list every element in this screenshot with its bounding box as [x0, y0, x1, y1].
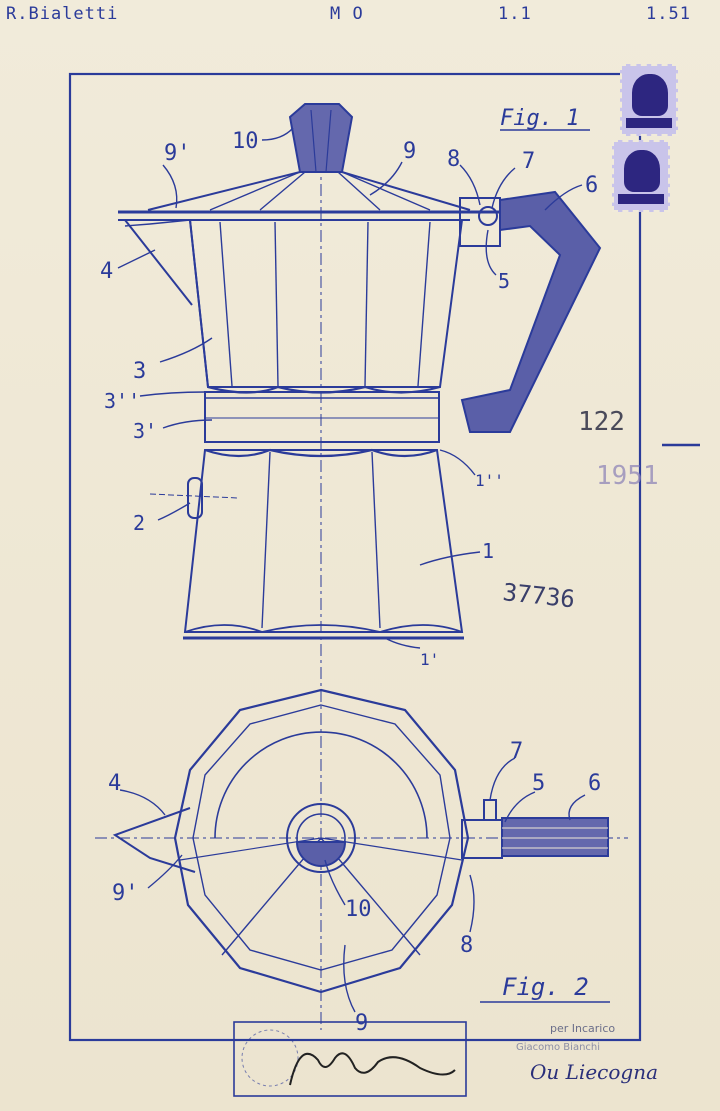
label-1: 1: [482, 539, 494, 563]
fig1-title: Fig. 1: [500, 106, 579, 131]
header-code: M O: [330, 4, 364, 24]
postage-stamp-top: [620, 64, 678, 136]
plan-label-4: 4: [108, 771, 121, 796]
label-8: 8: [447, 147, 460, 172]
label-6: 6: [585, 173, 598, 198]
plan-label-6: 6: [588, 771, 601, 796]
label-5: 5: [498, 269, 510, 293]
plan-knob: [295, 841, 347, 867]
lid-knob: [288, 103, 354, 173]
label-1-double-prime: 1'': [475, 471, 504, 490]
label-2: 2: [133, 511, 145, 535]
header-number-b: 1.51: [646, 4, 691, 24]
header-number-a: 1.1: [498, 4, 532, 24]
plan-label-10: 10: [345, 897, 372, 922]
label-3-prime: 3': [133, 419, 157, 443]
postage-stamp-bottom: [612, 140, 670, 212]
plan-outer-octagon: [173, 688, 470, 994]
plan-spout: [112, 807, 196, 873]
mark-year-stamp: 1951: [596, 461, 659, 491]
signature-scribble: [289, 1052, 456, 1086]
spout: [124, 219, 193, 306]
plan-label-9: 9: [355, 1011, 368, 1036]
boiler: [183, 449, 464, 633]
mark-serial: 37736: [501, 578, 576, 613]
label-9: 9: [403, 139, 416, 164]
plan-label-7: 7: [510, 739, 523, 764]
label-3: 3: [133, 359, 146, 384]
handle: [460, 190, 602, 433]
plan-label-5: 5: [532, 771, 545, 796]
label-1-prime: 1': [420, 650, 439, 669]
fig2-leaders: [119, 757, 586, 1013]
fig1-leaders: [117, 127, 583, 649]
label-3-double-prime: 3'': [104, 389, 140, 413]
lid: [147, 171, 471, 211]
hinge-pin: [478, 206, 498, 226]
label-10: 10: [232, 129, 259, 154]
fig1-elevation: [118, 103, 602, 640]
label-7: 7: [522, 149, 535, 174]
agent-line-1: per Incarico: [550, 1022, 616, 1035]
agent-line-2: Giacomo Bianchi: [516, 1042, 601, 1053]
mark-122: 122: [578, 407, 625, 437]
label-9-prime: 9': [164, 141, 191, 166]
fig2-title: Fig. 2: [502, 973, 589, 1001]
plan-dome: [214, 731, 428, 839]
drawing-frame: [68, 72, 642, 1042]
plan-knob-ring: [286, 803, 356, 873]
plan-label-9-prime: 9': [112, 881, 139, 906]
plan-handle: [501, 817, 609, 857]
safety-valve: [187, 477, 203, 519]
fig2-plan: [112, 688, 609, 994]
seal-box: [233, 1021, 467, 1097]
collar: [204, 391, 440, 443]
label-4: 4: [100, 259, 113, 284]
plan-label-8: 8: [460, 933, 473, 958]
header-author: R.Bialetti: [6, 4, 119, 24]
agent-signature: Ou Liecogna: [530, 1060, 658, 1084]
